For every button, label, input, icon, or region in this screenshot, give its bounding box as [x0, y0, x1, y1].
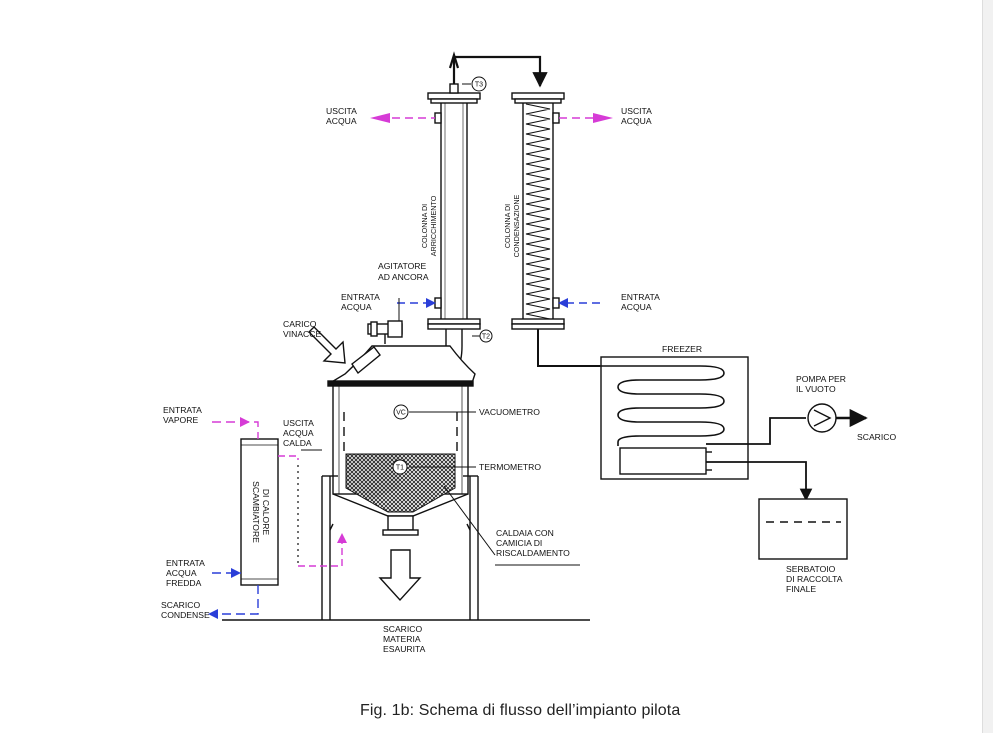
termometro-label: TERMOMETRO: [479, 462, 541, 472]
scarico-materia-2: MATERIA: [383, 634, 421, 644]
pompa-1: POMPA PER: [796, 374, 846, 384]
uscita-acqua-right-2: ACQUA: [621, 116, 652, 126]
caldaia-3: RISCALDAMENTO: [496, 548, 570, 558]
entrata-acqua-fredda-2: ACQUA: [166, 568, 197, 578]
entrata-acqua-left-1: ENTRATA: [341, 292, 380, 302]
caldaia-2: CAMICIA DI: [496, 538, 542, 548]
scarico-materia-3: ESAURITA: [383, 644, 426, 654]
t2-label: T2: [482, 334, 490, 341]
uscita-acqua-calda-3: CALDA: [283, 438, 312, 448]
colonna-condensazione-2: CONDENSAZIONE: [512, 194, 521, 257]
exchanger-lines: [208, 417, 347, 619]
instruments: [392, 76, 493, 475]
colonna-arricchimento-1: COLONNA DI: [420, 204, 429, 248]
uscita-acqua-calda-2: ACQUA: [283, 428, 314, 438]
caldaia-1: CALDAIA CON: [496, 528, 554, 538]
entrata-acqua-right-1: ENTRATA: [621, 292, 660, 302]
column-water-lines: [370, 113, 613, 308]
uscita-acqua-right-1: USCITA: [621, 106, 652, 116]
scarico-condense-2: CONDENSE: [161, 610, 210, 620]
entrata-vapore-1: ENTRATA: [163, 405, 202, 415]
uscita-acqua-left-1: USCITA: [326, 106, 357, 116]
scarico-label: SCARICO: [857, 432, 896, 442]
condensation-column: [511, 92, 600, 367]
uscita-acqua-calda-1: USCITA: [283, 418, 314, 428]
carico-vinacce-2: VINACCE: [283, 329, 321, 339]
freezer-label: FREEZER: [662, 344, 702, 354]
carico-vinacce-1: CARICO: [283, 319, 317, 329]
colonna-arricchimento-2: ARRICCHIMENTO: [429, 195, 438, 256]
uscita-acqua-left-2: ACQUA: [326, 116, 357, 126]
loading-arrow: [308, 326, 346, 364]
serbatoio-3: FINALE: [786, 584, 816, 594]
colonna-condensazione-1: COLONNA DI: [503, 204, 512, 248]
heat-exchanger: [240, 438, 279, 586]
pompa-2: IL VUOTO: [796, 384, 836, 394]
entrata-acqua-left-2: ACQUA: [341, 302, 372, 312]
leader-lines: [301, 83, 580, 566]
scambiatore-2: DI CALORE: [261, 489, 271, 536]
discharge-arrow: [378, 549, 422, 602]
freezer: [600, 356, 868, 502]
scambiatore-1: SCAMBIATORE: [251, 481, 261, 543]
entrata-vapore-2: VAPORE: [163, 415, 198, 425]
vc-label: VC: [396, 410, 406, 417]
scarico-materia-1: SCARICO: [383, 624, 422, 634]
entrata-acqua-right-2: ACQUA: [621, 302, 652, 312]
t1-label: T1: [396, 465, 404, 472]
vapour-pipe: [448, 51, 548, 88]
t3-label: T3: [475, 82, 483, 89]
agitatore-2: AD ANCORA: [378, 272, 429, 282]
scarico-condense-1: SCARICO: [161, 600, 200, 610]
entrata-acqua-fredda-3: FREDDA: [166, 578, 202, 588]
serbatoio-1: SERBATOIO: [786, 564, 836, 574]
scrollbar-strip: [982, 0, 993, 733]
entrata-acqua-fredda-1: ENTRATA: [166, 558, 205, 568]
final-tank: [758, 498, 848, 560]
charge-material: [345, 453, 456, 513]
vacuometro-label: VACUOMETRO: [479, 407, 540, 417]
serbatoio-2: DI RACCOLTA: [786, 574, 843, 584]
agitatore-1: AGITATORE: [378, 261, 426, 271]
figure-caption: Fig. 1b: Schema di flusso dell’impianto …: [360, 702, 681, 719]
